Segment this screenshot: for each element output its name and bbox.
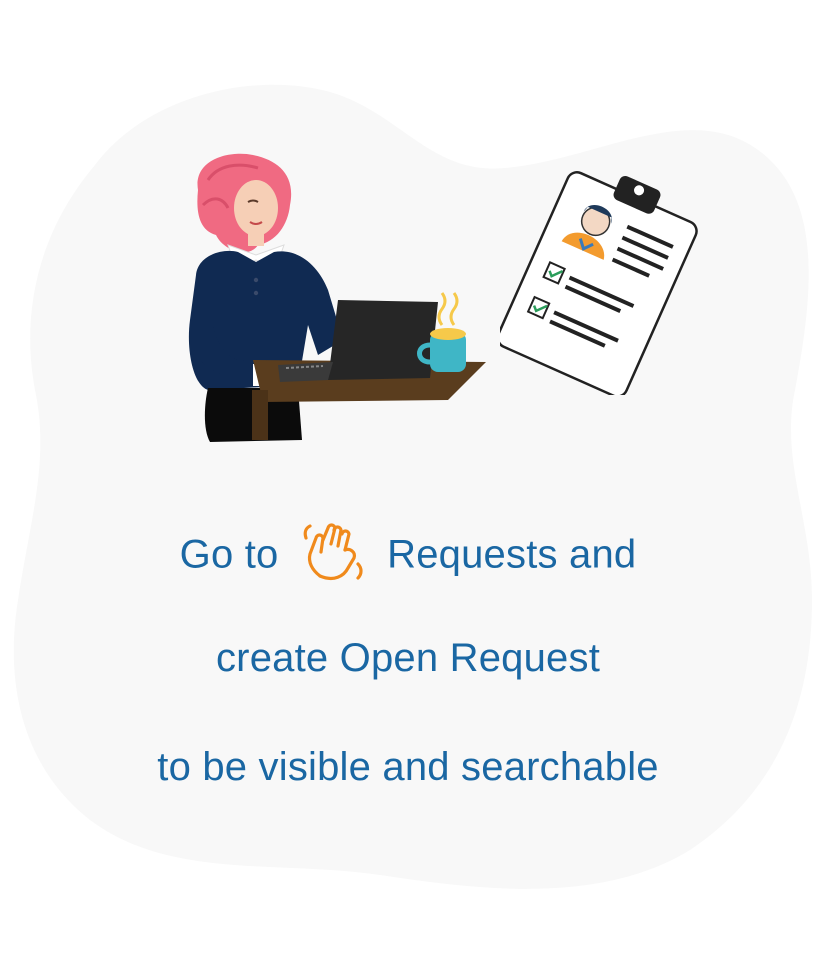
profile-clipboard-illustration — [500, 171, 698, 395]
waving-hand-icon — [298, 518, 368, 588]
message-go-to: Go to — [179, 532, 279, 577]
message-line-2: create Open Request — [215, 636, 601, 680]
message-line-1: Go to Requests and — [0, 522, 816, 592]
message-requests-and: Requests and — [387, 532, 637, 577]
message-line-3: to be visible and searchable — [157, 745, 659, 789]
woman-at-laptop-illustration — [188, 153, 486, 442]
